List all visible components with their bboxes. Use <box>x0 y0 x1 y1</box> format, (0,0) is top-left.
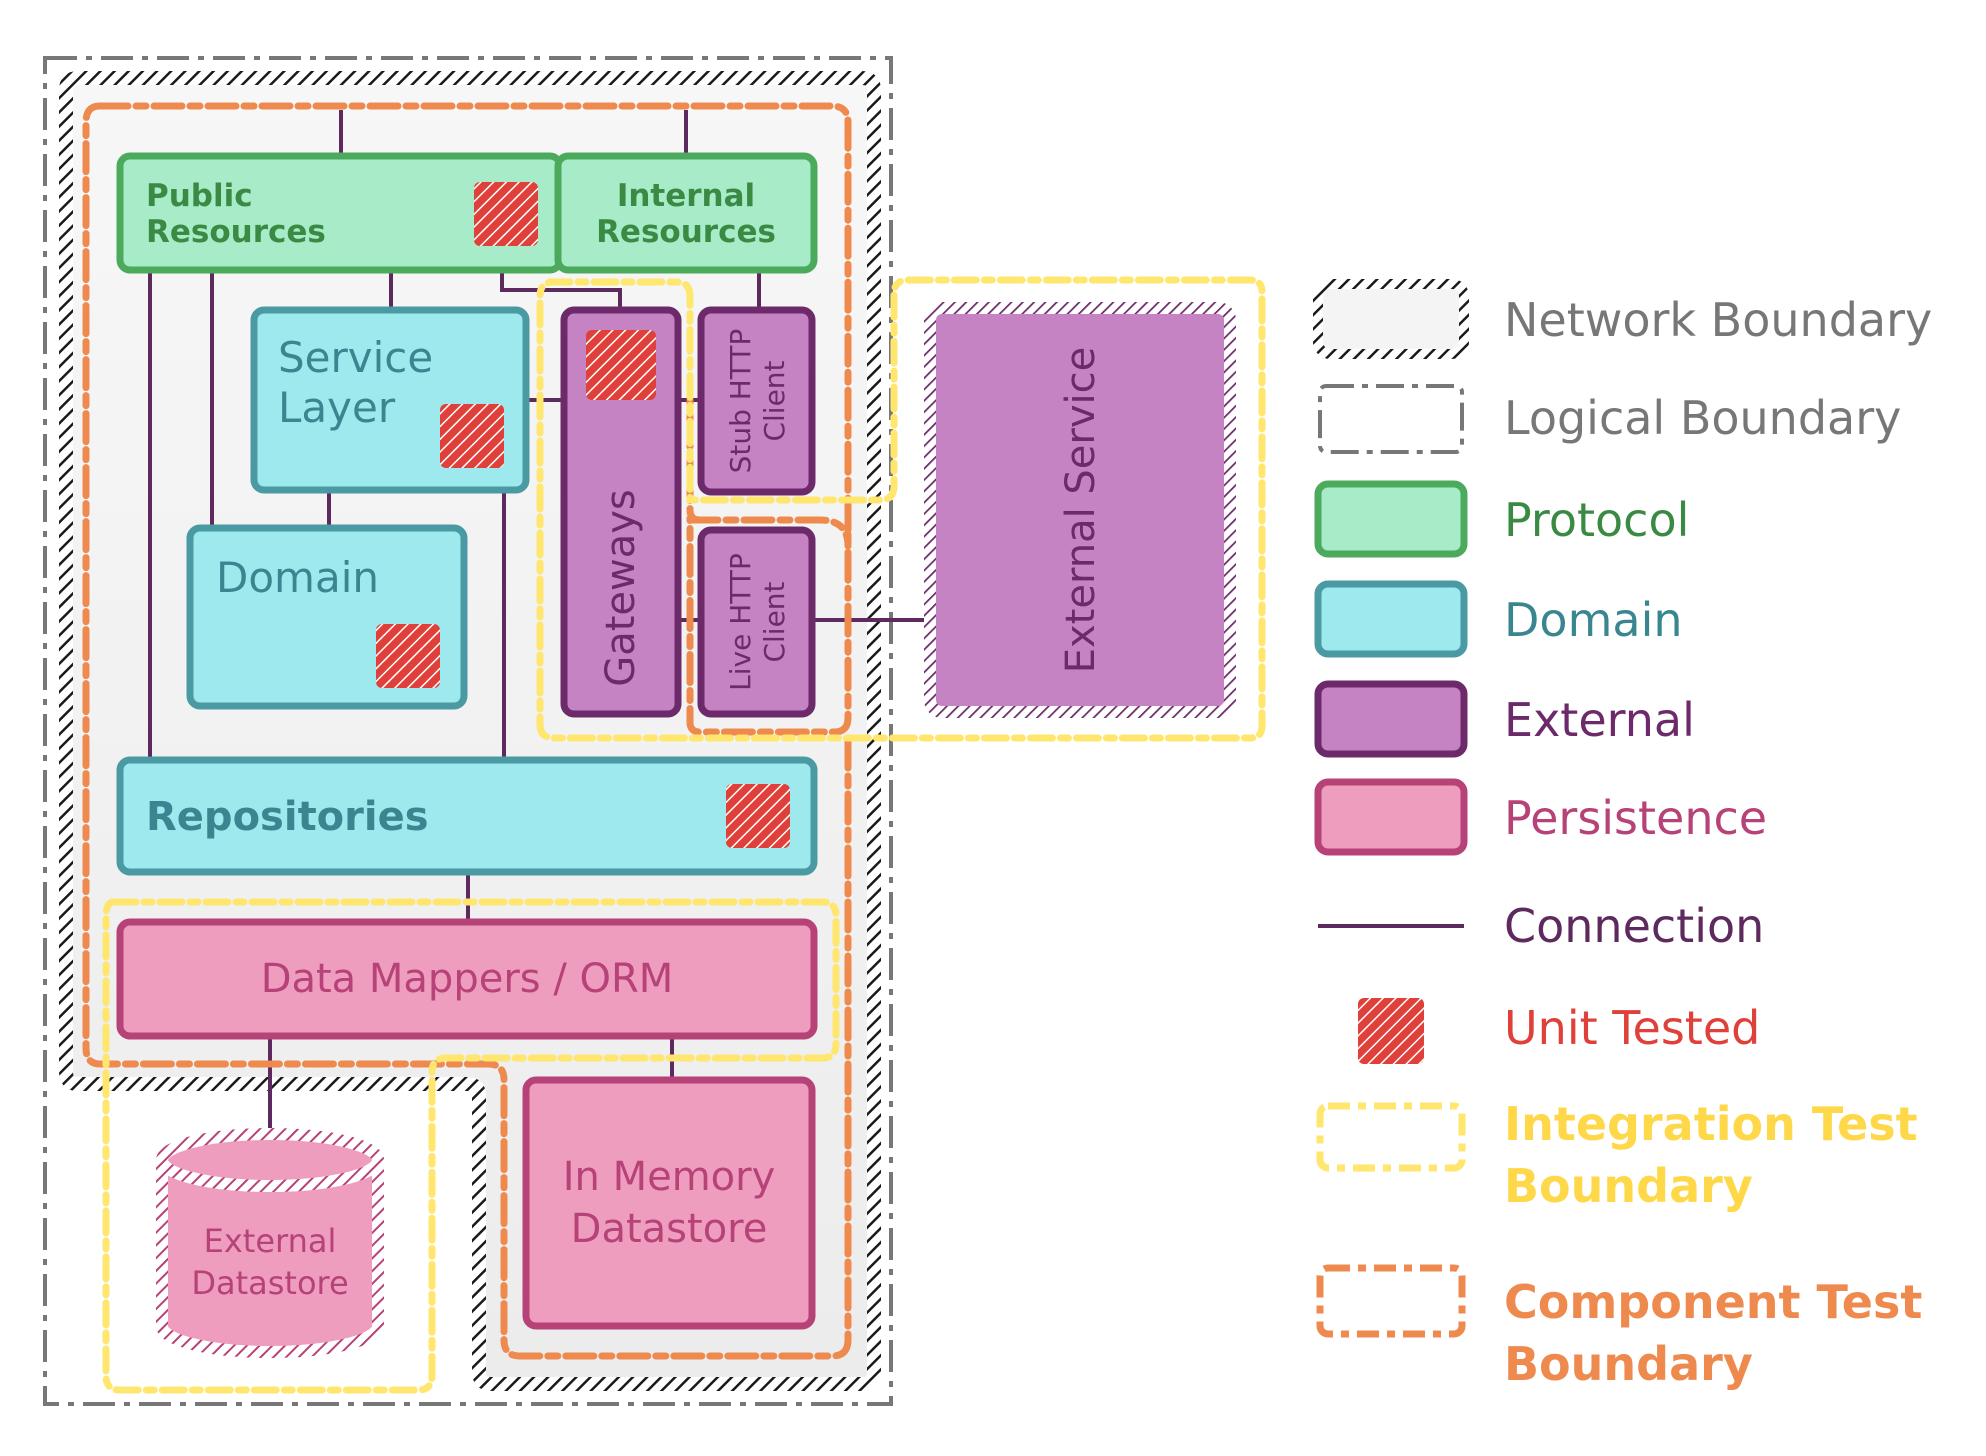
legend-logical-boundary-swatch <box>1318 384 1464 454</box>
unit-tested-marker <box>376 624 440 688</box>
legend-logical-boundary-label: Logical Boundary <box>1504 391 1901 445</box>
unit-tested-marker <box>726 784 790 848</box>
domain-label: Domain <box>216 553 379 602</box>
legend-persistence-label: Persistence <box>1504 791 1767 845</box>
legend-domain-swatch <box>1314 580 1468 658</box>
repositories-box <box>116 756 818 876</box>
external-service-label: External Service <box>1058 347 1104 674</box>
external-datastore-cylinder <box>156 1128 384 1358</box>
legend-protocol-label: Protocol <box>1504 493 1689 547</box>
stub-http-client-box <box>697 306 816 496</box>
legend-unit-tested-label: Unit Tested <box>1504 1001 1760 1055</box>
legend-integration-test-swatch <box>1316 1102 1466 1172</box>
unit-tested-marker <box>474 182 538 246</box>
legend-persistence-swatch <box>1314 778 1468 856</box>
in-memory-datastore-box <box>522 1076 816 1330</box>
legend-domain-label: Domain <box>1504 593 1683 647</box>
live-http-client-label: Live HTTPClient <box>724 553 791 691</box>
legend-external-label: External <box>1504 693 1695 747</box>
component-test-boundary-notch <box>686 506 852 550</box>
logical-boundary <box>43 56 893 1406</box>
gateways-box <box>560 306 682 718</box>
internal-resources-box <box>554 152 818 274</box>
integration-test-boundary-persistence <box>102 898 840 1394</box>
live-http-client-box <box>697 526 816 718</box>
legend-component-test-swatch <box>1316 1264 1466 1338</box>
legend-external-swatch <box>1314 680 1468 758</box>
legend-network-boundary-label: Network Boundary <box>1504 293 1932 347</box>
legend-connection-label: Connection <box>1504 899 1764 953</box>
unit-tested-marker <box>440 404 504 468</box>
stub-http-client-label: Stub HTTPClient <box>724 329 791 474</box>
legend-unit-tested-swatch <box>1358 998 1424 1064</box>
legend: Network Boundary Logical Boundary Protoc… <box>1313 279 1932 1391</box>
data-mappers-label: Data Mappers / ORM <box>261 956 674 1002</box>
integration-test-boundary-gateway <box>536 276 1266 742</box>
gateways-label: Gateways <box>598 489 644 687</box>
external-service-box <box>924 302 1236 718</box>
legend-network-boundary-swatch <box>1313 279 1469 359</box>
legend-protocol-swatch <box>1314 480 1468 558</box>
repositories-label: Repositories <box>146 794 429 840</box>
unit-tested-marker <box>586 330 656 400</box>
data-mappers-box <box>116 918 818 1040</box>
